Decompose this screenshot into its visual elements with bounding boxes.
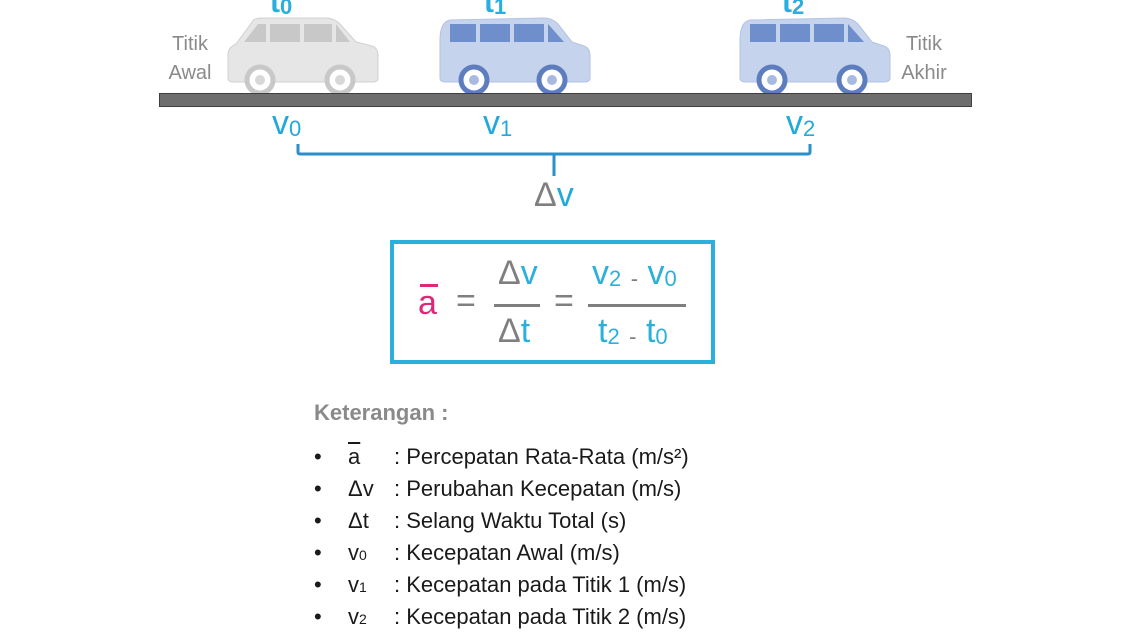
time-label-t1: t1	[484, 0, 507, 19]
list-item: • Δt : Selang Waktu Total (s)	[314, 505, 689, 537]
bullet: •	[314, 444, 322, 469]
list-item: • a : Percepatan Rata-Rata (m/s²)	[314, 441, 689, 473]
bullet: •	[314, 540, 322, 565]
list-item: • v1 : Kecepatan pada Titik 1 (m/s)	[314, 569, 689, 601]
formula-num-delta-v: Δv	[498, 254, 538, 292]
legend-text: : Selang Waktu Total (s)	[394, 508, 627, 533]
bullet: •	[314, 572, 322, 597]
formula-num-v2-v0: v2 - v0	[592, 254, 677, 292]
legend-symbol: a	[348, 444, 361, 469]
legend-symbol: v1	[348, 572, 367, 597]
formula-den-t2-t0: t2 - t0	[598, 312, 668, 350]
velocity-label-v0: v0	[272, 104, 302, 142]
legend-text: : Kecepatan Awal (m/s)	[394, 540, 620, 565]
legend-text: : Kecepatan pada Titik 2 (m/s)	[394, 604, 687, 629]
time-label-t2: t2	[782, 0, 805, 19]
velocity-label-v2: v2	[786, 104, 816, 142]
legend-text: : Perubahan Kecepatan (m/s)	[394, 476, 682, 501]
legend-list: • a : Percepatan Rata-Rata (m/s²) • Δv : Per…	[314, 441, 689, 633]
velocity-label-v1: v1	[483, 104, 513, 142]
list-item: • Δv : Perubahan Kecepatan (m/s)	[314, 473, 689, 505]
car-start-icon	[227, 17, 379, 94]
legend-symbol: v0	[348, 540, 367, 565]
formula-equals-2: =	[554, 282, 574, 320]
time-label-t0: t0	[270, 0, 293, 19]
road	[159, 93, 972, 107]
formula-den-delta-t: Δt	[498, 312, 531, 350]
legend-symbol: Δt	[348, 508, 369, 533]
car-middle-icon	[439, 17, 591, 94]
list-item: • v2 : Kecepatan pada Titik 2 (m/s)	[314, 601, 689, 633]
bullet: •	[314, 476, 322, 501]
car-end-icon	[739, 17, 891, 94]
delta-v-label: Δv	[534, 176, 574, 214]
formula-a-bar: a	[418, 284, 438, 322]
list-item: • v0 : Kecepatan Awal (m/s)	[314, 537, 689, 569]
legend-text: : Kecepatan pada Titik 1 (m/s)	[394, 572, 687, 597]
legend-symbol: Δv	[348, 476, 374, 501]
delta-v-bracket	[296, 144, 812, 176]
legend-title: Keterangan :	[314, 400, 449, 425]
legend-text: : Percepatan Rata-Rata (m/s²)	[394, 444, 689, 469]
formula-box: a = Δv Δt = v2 - v0 t2 - t0	[390, 240, 715, 364]
legend-symbol: v2	[348, 604, 367, 629]
bullet: •	[314, 604, 322, 629]
fraction-line-2	[588, 304, 686, 307]
formula-equals-1: =	[456, 282, 476, 320]
fraction-line-1	[494, 304, 540, 307]
bullet: •	[314, 508, 322, 533]
